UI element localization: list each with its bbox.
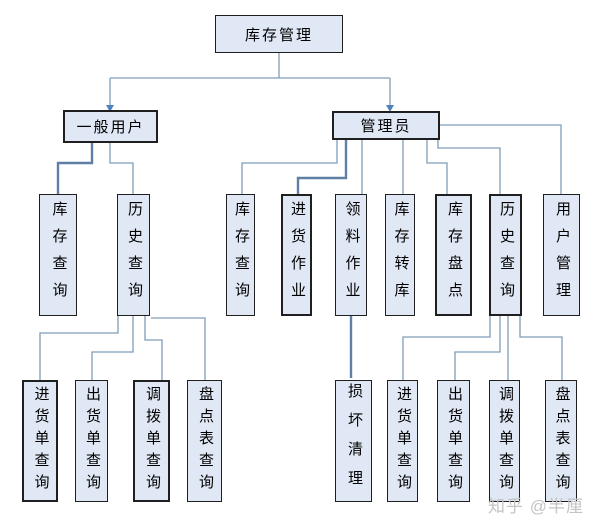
node-material-requisition: 领料作业 bbox=[335, 194, 367, 316]
node-label: 领料作业 bbox=[343, 201, 360, 309]
node-label: 进货作业 bbox=[289, 201, 305, 309]
node-shipment-order-query-left: 出货单查询 bbox=[75, 380, 108, 502]
node-admin: 管理员 bbox=[332, 111, 440, 140]
node-label: 管理员 bbox=[360, 119, 412, 135]
watermark: 知乎 @半厘 bbox=[488, 497, 584, 516]
node-user-management: 用户管理 bbox=[543, 194, 580, 316]
node-purchase-order-query-left: 进货单查询 bbox=[22, 380, 58, 502]
connector-admin-to-stocktaking bbox=[426, 140, 448, 194]
node-label: 用户管理 bbox=[554, 201, 570, 309]
node-inventory-stocktaking: 库存盘点 bbox=[435, 194, 472, 316]
connector-admin-to-inventory-query bbox=[241, 140, 338, 194]
node-transfer-order-query-right: 调拨单查询 bbox=[489, 380, 520, 502]
down-arrow-icon bbox=[386, 105, 394, 112]
node-purchase-order-query-right: 进货单查询 bbox=[387, 380, 418, 502]
node-label: 进货单查询 bbox=[32, 386, 49, 496]
node-label: 盘点表查询 bbox=[553, 386, 570, 496]
connector-admin-to-user-mgmt bbox=[440, 124, 562, 194]
node-label: 盘点表查询 bbox=[197, 386, 213, 496]
node-label: 库存查询 bbox=[233, 201, 249, 309]
node-label: 一般用户 bbox=[76, 120, 145, 136]
node-label: 库存管理 bbox=[244, 27, 313, 44]
node-label: 损坏清理 bbox=[346, 383, 362, 499]
down-arrow-icon bbox=[106, 105, 114, 112]
node-purchase-operation: 进货作业 bbox=[281, 194, 312, 316]
connector-historyR-to-shipment-order bbox=[454, 316, 501, 380]
node-shipment-order-query-right: 出货单查询 bbox=[437, 380, 470, 502]
node-stocktaking-sheet-query-left: 盘点表查询 bbox=[187, 380, 222, 502]
node-label: 库存转库 bbox=[392, 201, 409, 309]
node-history-query-user: 历史查询 bbox=[117, 194, 150, 316]
connector-historyL-to-stocktaking-sheet bbox=[151, 317, 206, 380]
connector-admin-to-purchase-op bbox=[296, 140, 348, 194]
node-stocktaking-sheet-query-right: 盘点表查询 bbox=[545, 380, 577, 502]
node-label: 调拨单查询 bbox=[497, 386, 513, 496]
node-inventory-management: 库存管理 bbox=[215, 15, 343, 53]
node-label: 历史查询 bbox=[126, 201, 142, 309]
connector-general-to-inventory-query bbox=[56, 143, 94, 194]
connector-historyL-to-shipment-order bbox=[91, 316, 134, 380]
node-label: 进货单查询 bbox=[395, 386, 411, 496]
node-transfer-order-query-left: 调拨单查询 bbox=[133, 380, 170, 502]
connector-historyR-to-stocktaking-sheet bbox=[519, 316, 563, 380]
node-label: 出货单查询 bbox=[84, 386, 100, 496]
node-label: 库存查询 bbox=[50, 201, 67, 309]
connector-historyL-to-transfer-order bbox=[144, 316, 163, 380]
connector-historyL-to-purchase-order bbox=[39, 316, 119, 380]
node-inventory-query-admin: 库存查询 bbox=[226, 194, 255, 316]
node-general-user: 一般用户 bbox=[63, 110, 158, 143]
node-damage-cleanup: 损坏清理 bbox=[335, 380, 372, 502]
node-label: 调拨单查询 bbox=[144, 386, 160, 496]
connector-historyR-to-purchase-order bbox=[402, 316, 491, 380]
connector-general-to-history-query bbox=[109, 143, 134, 194]
connector-admin-to-history-query bbox=[437, 140, 501, 194]
node-history-query-admin: 历史查询 bbox=[489, 194, 522, 316]
node-inventory-query-user: 库存查询 bbox=[39, 194, 77, 316]
node-label: 历史查询 bbox=[498, 201, 514, 309]
node-inventory-transfer: 库存转库 bbox=[385, 194, 415, 316]
node-label: 库存盘点 bbox=[446, 201, 462, 309]
node-label: 出货单查询 bbox=[446, 386, 462, 496]
